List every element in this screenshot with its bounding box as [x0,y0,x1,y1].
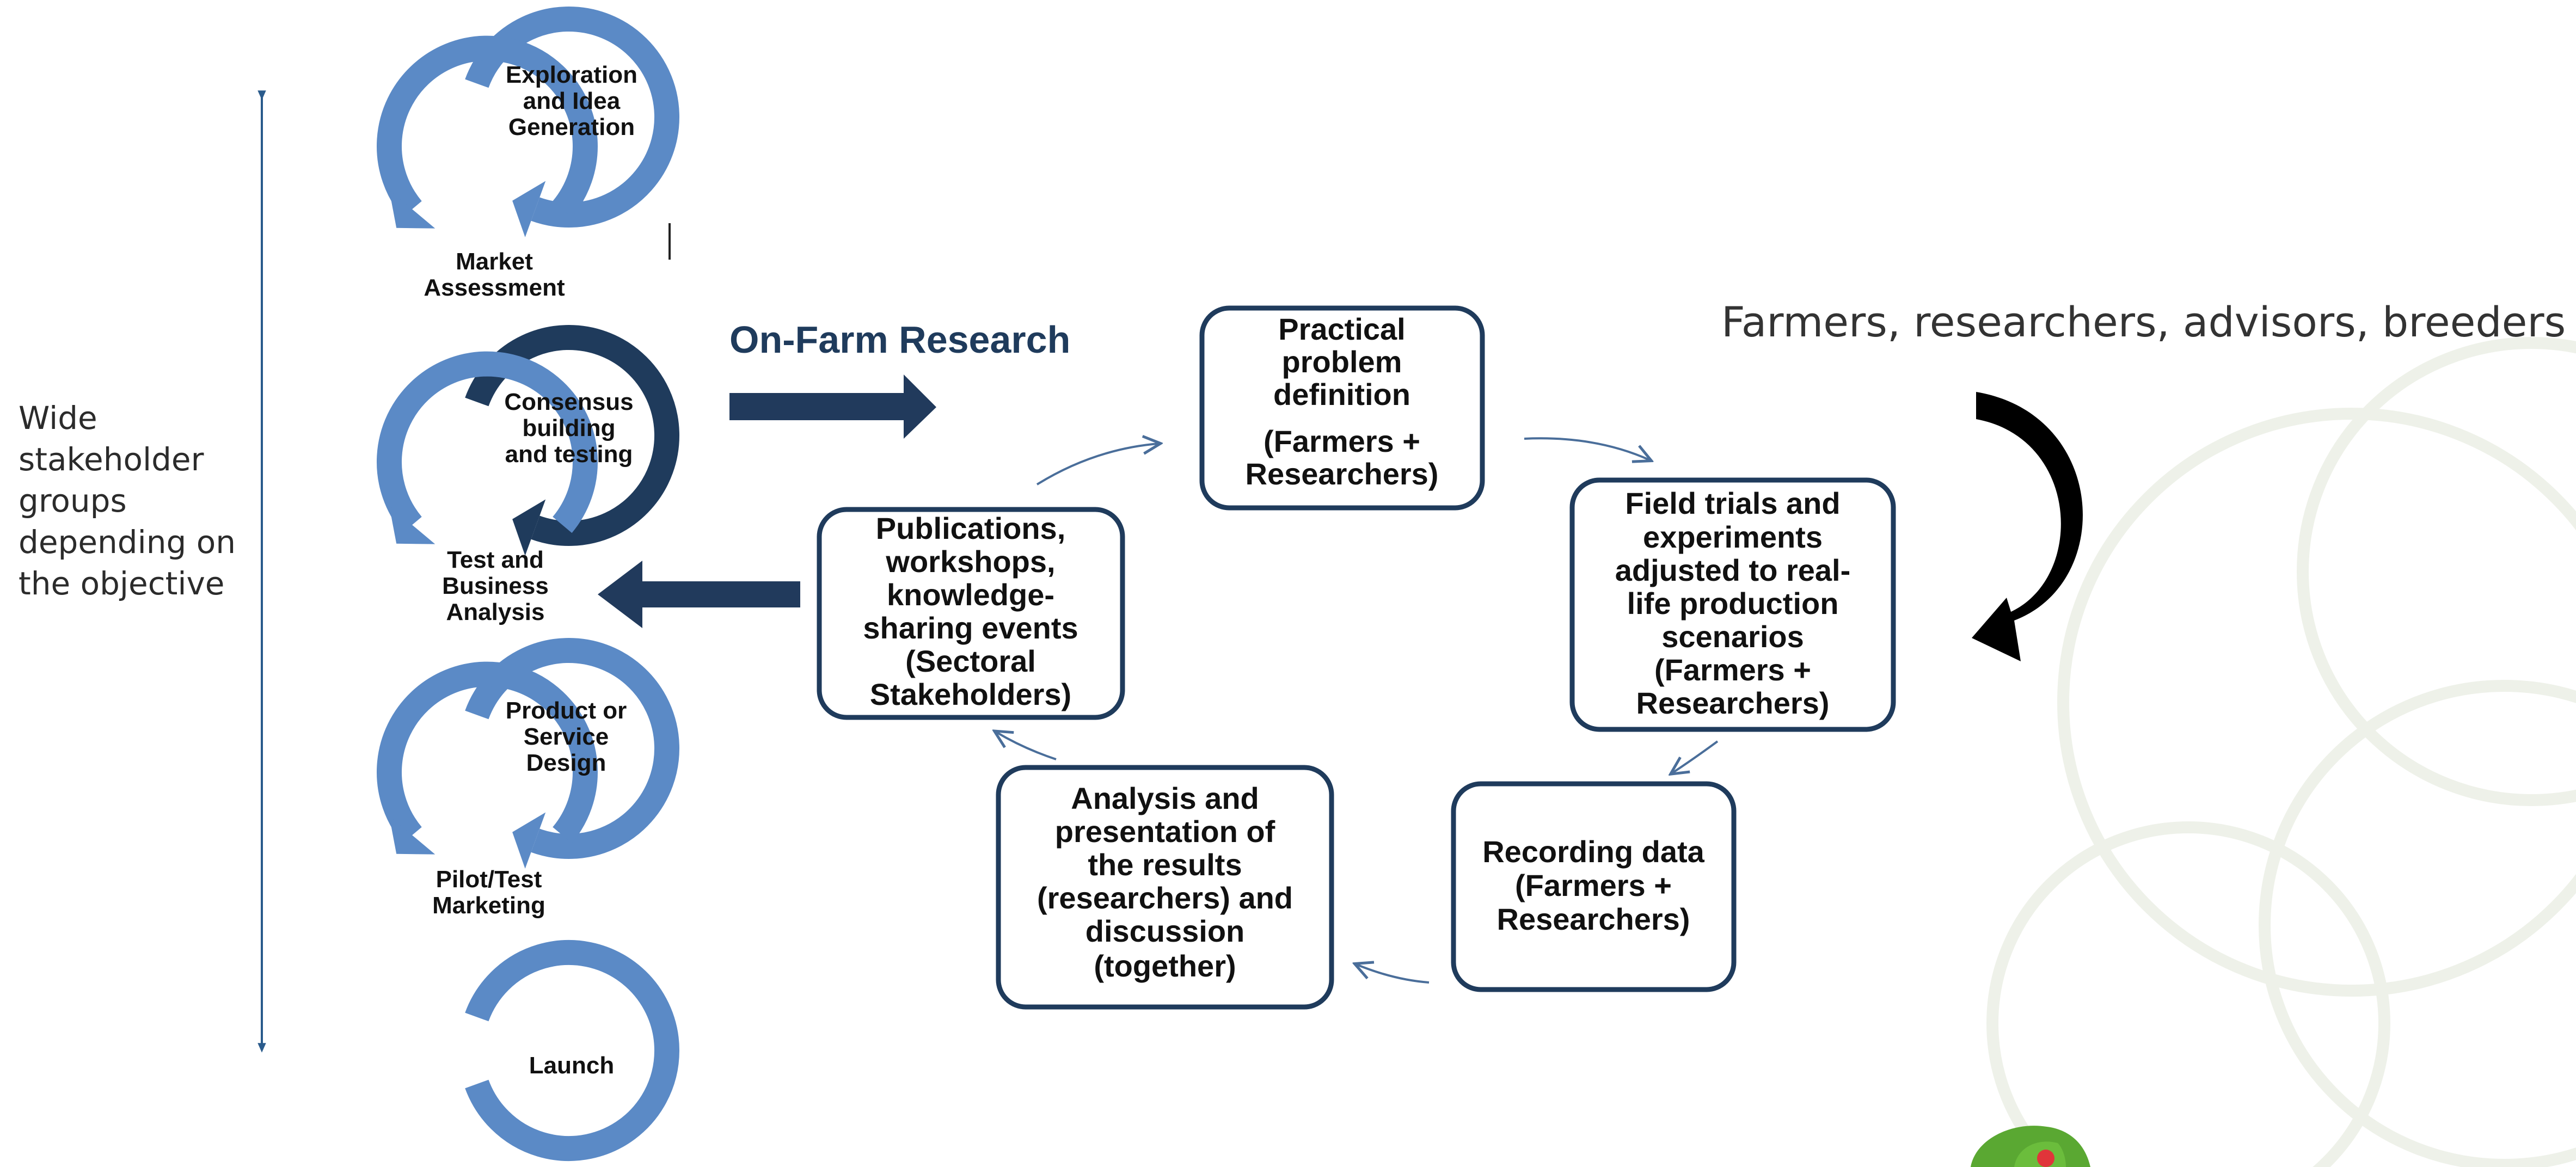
side-label-line: the objective [19,565,224,602]
stage-ring [465,325,679,546]
cycle-arrow [1524,437,1649,460]
box-line: adjusted to real- [1615,553,1851,587]
cycle-box-problem-definition: Practical problem definition (Farmers + … [1199,305,1485,511]
cycle-arrow [996,732,1057,760]
stage-label-line: Launch [529,1052,614,1079]
stakeholders-text: Farmers, researchers, advisors, breeders [1721,298,2566,346]
stage-pilot: Pilot/Test Marketing [432,866,545,919]
cycle-arrow [1036,444,1158,486]
cycle-arrow [1357,965,1430,984]
stage-label-line: Market [456,248,533,275]
stage-ring [465,638,679,859]
stage-label-line: Generation [508,114,635,140]
stage-market-assessment: Market Assessment [424,248,565,301]
box-line: (Sectoral [905,644,1036,678]
box-line: Practical [1278,312,1406,346]
stage-label-line: Analysis [446,599,545,625]
box-line: (Farmers + [1515,868,1672,902]
box-line: Field trials and [1625,486,1840,520]
box-line: knowledge- [887,578,1054,612]
stage-label-line: Assessment [424,274,565,301]
stage-ring-arrowhead [389,815,436,855]
box-line: Recording data [1482,834,1704,869]
box-line: (Farmers + [1264,424,1420,458]
stage-label-line: Service [524,723,609,750]
stage-ring-arrowhead [389,505,436,544]
stage-ring [377,661,598,844]
cycle-box-recording-data: Recording data (Farmers + Researchers) [1451,781,1737,992]
box-line: presentation of [1055,814,1275,849]
side-label-line: groups [19,482,127,519]
box-line: Researchers) [1636,686,1830,720]
cycle-arrow [1672,740,1719,773]
leaf-logo [1971,1126,2090,1167]
box-line: life production [1627,586,1839,621]
on-farm-title: On-Farm Research [729,318,1070,361]
stage-label-line: Consensus [504,389,633,415]
stage-exploration: Exploration and Idea Generation [506,62,637,140]
stage-label-line: Marketing [432,892,545,919]
stage-test-business: Test and Business Analysis [442,546,549,625]
stage-ring [377,35,598,218]
stage-label-line: Test and [447,546,544,573]
stage-ring [465,940,679,1161]
stage-label-line: and testing [505,441,633,468]
stage-rings [377,7,679,1161]
box-line: problem [1282,345,1402,379]
right-block-arrow [729,374,936,439]
side-label: Wide stakeholder groups depending on the… [19,400,236,602]
box-line: Researchers) [1497,902,1690,936]
box-line: workshops, [885,544,1055,579]
cycle-box-analysis: Analysis and presentation of the results… [996,765,1334,1010]
stage-ring-arrowhead [512,499,546,556]
stage-ring-arrowhead [389,189,436,229]
stage-product-design: Product or Service Design [506,697,627,776]
stage-launch: Launch [529,1052,614,1079]
box-line: Researchers) [1246,457,1439,491]
side-label-line: stakeholder [19,441,204,478]
stage-ring [465,7,679,228]
box-line: the results [1088,847,1242,882]
cycle-arrows [996,437,1719,984]
stage-label-line: Exploration [506,62,637,88]
box-line: (together) [1094,949,1236,983]
box-line: experiments [1643,520,1823,554]
box-line: Publications, [876,511,1066,545]
box-line: definition [1273,377,1410,411]
stage-ring [377,351,598,533]
stage-consensus: Consensus building and testing [504,389,633,468]
left-block-arrow [598,561,800,628]
background-watermark [1986,337,2576,1167]
stage-ring-arrowhead [512,812,546,869]
stage-label-line: and Idea [523,88,621,114]
box-line: scenarios [1661,619,1804,654]
box-line: sharing events [863,611,1078,645]
box-line: discussion [1085,914,1245,948]
stage-label-line: Business [442,573,549,599]
box-line: Analysis and [1071,781,1259,815]
stage-label-line: Design [526,750,606,776]
stage-label-line: Pilot/Test [436,866,542,893]
stage-labels: Exploration and Idea Generation Market A… [424,62,637,1079]
curved-black-arrow [1972,392,2083,661]
box-line: (Farmers + [1654,653,1811,687]
cycle-box-field-trials: Field trials and experiments adjusted to… [1569,477,1896,732]
box-line: (researchers) and [1037,881,1293,915]
stage-label-line: building [522,415,615,441]
stage-ring-arrowhead [512,181,546,237]
cycle-box-publications: Publications, workshops, knowledge- shar… [817,507,1125,720]
side-label-line: Wide [19,400,97,437]
box-line: Stakeholders) [870,677,1071,711]
side-label-line: depending on [19,524,236,561]
stage-label-line: Product or [506,697,627,724]
